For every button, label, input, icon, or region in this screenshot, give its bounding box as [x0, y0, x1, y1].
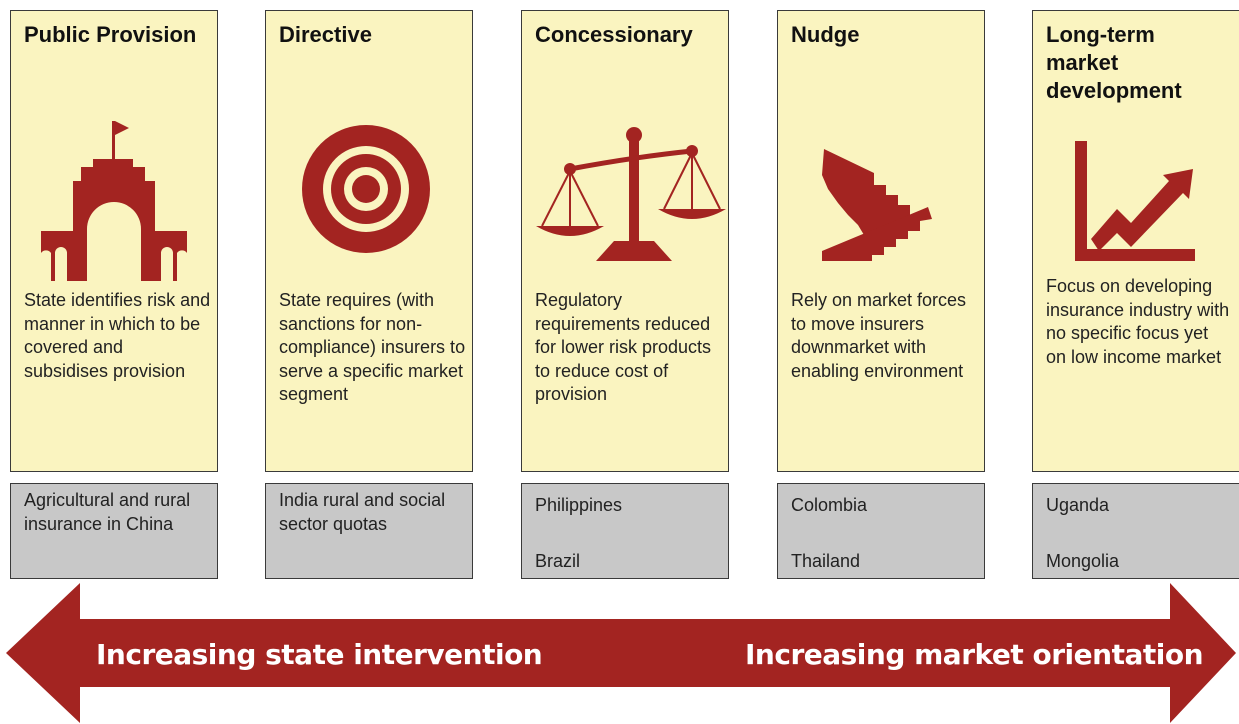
example-text: Agricultural and rural insurance in Chin… — [24, 490, 191, 534]
column-description: Focus on developing insurance industry w… — [1046, 276, 1230, 367]
column-description: State identifies risk and manner in whic… — [24, 290, 211, 381]
column-title: Directive — [279, 22, 372, 47]
arrow-left-label: Increasing state intervention — [96, 638, 543, 671]
example-box-philippines-brazil: Philippines Brazil — [521, 483, 729, 579]
column-title: Long-term market development — [1046, 22, 1182, 103]
column-title: Concessionary — [535, 22, 693, 47]
target-icon — [302, 125, 430, 253]
example-country: Uganda — [1046, 495, 1110, 515]
growth-chart-icon — [1075, 141, 1195, 261]
double-headed-arrow — [6, 583, 1236, 723]
column-nudge: Nudge Rely on market forces to move insu… — [777, 10, 985, 472]
example-country: Philippines — [535, 495, 623, 515]
column-description: Rely on market forces to move insurers d… — [791, 290, 967, 381]
column-title: Public Provision — [24, 22, 197, 47]
example-country: Brazil — [535, 551, 581, 571]
example-box-india: India rural and social sector quotas — [265, 483, 473, 579]
stairs-icon — [822, 149, 932, 261]
arrow-right-label: Increasing market orientation — [745, 638, 1204, 671]
balance-scale-icon — [536, 127, 726, 261]
column-concessionary: Concessionary Regulatory requirements re… — [521, 10, 729, 472]
column-title: Nudge — [791, 22, 860, 47]
column-description: Regulatory requirements reduced for lowe… — [535, 290, 712, 404]
column-description: State requires (with sanctions for non-c… — [279, 290, 466, 404]
arrow-shape — [6, 583, 1236, 723]
example-box-uganda-mongolia: Uganda Mongolia — [1032, 483, 1239, 579]
government-building-icon — [41, 121, 187, 281]
example-country: Colombia — [791, 495, 868, 515]
example-box-colombia-thailand: Colombia Thailand — [777, 483, 985, 579]
column-directive: Directive State requires (with sanctions… — [265, 10, 473, 472]
example-box-china: Agricultural and rural insurance in Chin… — [10, 483, 218, 579]
example-country: Mongolia — [1046, 551, 1120, 571]
column-long-term-market-development: Long-term market development Focus on de… — [1032, 10, 1239, 472]
column-public-provision: Public Provision State identifies risk a… — [10, 10, 218, 472]
example-country: Thailand — [791, 551, 861, 571]
example-text: India rural and social sector quotas — [279, 490, 446, 534]
